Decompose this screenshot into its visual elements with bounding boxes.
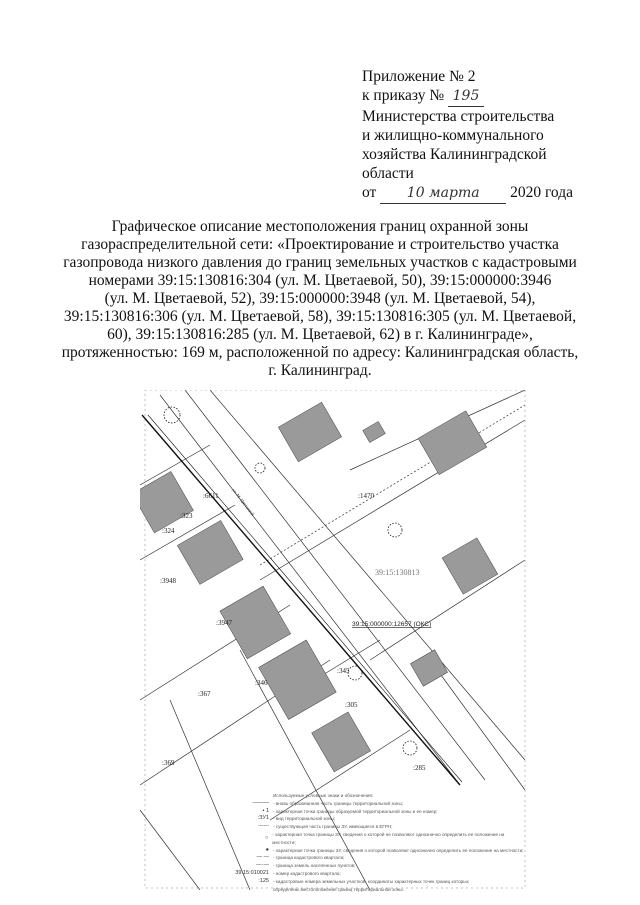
gas-pipeline (141, 414, 463, 786)
legend-item: ———- вновь образованная часть границы те… (225, 800, 525, 808)
legend-text: - кадастровые номера земельных участков,… (273, 878, 469, 884)
ministry-line: области (362, 165, 414, 182)
legend-symbol: ——— (252, 799, 270, 806)
ministry-line: хозяйства Калининградской (362, 146, 547, 163)
title-line: Графическое описание местоположения гран… (111, 218, 529, 235)
legend-text: - существующая часть границы ЗУ, имеющие… (273, 824, 393, 830)
legend-text: - характерная точка границы образуемой т… (273, 808, 438, 814)
ministry-line: и жилищно-коммунального (362, 127, 544, 144)
legend-text: - граница кадастрового квартала; (273, 855, 345, 861)
parcel-label: :324 (162, 527, 175, 535)
legend-symbol: — — (256, 854, 269, 861)
street-label: ул. М. Цветаевой (231, 488, 256, 517)
order-header: Приложение № 2 к приказу № 195 Министерс… (362, 67, 573, 204)
legend-text: - граница земель населенных пунктов; (273, 863, 356, 869)
legend-item: ○- характерная точка границы ЗУ, сведени… (225, 831, 525, 847)
parcel-label: :345 (337, 667, 350, 675)
buildings (140, 401, 499, 773)
legend-item: определены местоположения границ террито… (225, 886, 525, 894)
legend-symbol: :ЗУ1 (257, 815, 269, 822)
legend-item: —·— - граница земель населенных пунктов; (225, 862, 525, 870)
parcel-label: :369 (162, 759, 175, 767)
map-labels: :3948 :3947 :346 :367 :305 :345 :285 :369 :323 :3… (160, 488, 431, 772)
order-line: к приказу № 195 (362, 86, 573, 107)
title-line: номерами 39:15:130816:304 (ул. М. Цветае… (88, 272, 552, 289)
legend-text: - характерная точка границы ЗУ, сведения… (273, 847, 524, 853)
legend-text: определены местоположения границ террито… (273, 886, 404, 892)
legend-items: ———- вновь образованная часть границы те… (225, 800, 525, 894)
legend-heading: Используемые условные знаки и обозначени… (273, 793, 374, 798)
appendix-line: Приложение № 2 (362, 68, 476, 85)
legend-symbol: —·— (256, 862, 269, 869)
title-line: 39:15:130816:306 (ул. М. Цветаевой, 58),… (63, 308, 577, 325)
parcel-label: :3947 (216, 619, 232, 627)
legend-item: :ЗУ1 - вид территориальной зоны; (225, 815, 525, 823)
ministry-line: Министерства строительства (362, 108, 555, 125)
cadastral-map: :3948 :3947 :346 :367 :305 :345 :285 :369 :323 :3… (140, 390, 526, 890)
legend-item: ● - характерная точка границы ЗУ, сведени… (225, 847, 525, 855)
map-legend: Используемые условные знаки и обозначени… (225, 792, 525, 893)
legend-symbol: ------ (258, 823, 269, 830)
parcel-label: :346 (255, 679, 268, 687)
legend-item: :125 - кадастровые номера земельных участ… (225, 878, 525, 886)
cadastral-quarter-label: 39:15:130813 (375, 568, 419, 577)
date-line: от 10 марта 2020 года (362, 183, 573, 204)
title-line: г. Калининград. (268, 362, 372, 379)
legend-symbol: ○ (264, 834, 269, 841)
oks-label: 39:15:000000:12657 (ОКС) (352, 621, 431, 628)
legend-symbol: • 1 (262, 807, 269, 814)
parcel-label: :285 (413, 764, 426, 772)
parcel-label: :323 (180, 512, 193, 520)
legend-item: — — - граница кадастрового квартала; (225, 854, 525, 862)
handwritten-order-number: 195 (448, 87, 485, 107)
legend-item: 39:15:010021 - номер кадастрового квартал… (225, 870, 525, 878)
parcel-boundaries (140, 390, 526, 890)
handwritten-date: 10 марта (380, 184, 507, 204)
legend-symbol: 39:15:010021 (235, 869, 269, 876)
parcel-label: :305 (345, 701, 358, 709)
title-line: протяженностью: 169 м, расположенной по … (61, 344, 579, 361)
title-line: 60), 39:15:130816:285 (ул. М. Цветаевой,… (107, 326, 533, 343)
legend-text: - вновь образованная часть границы терри… (273, 800, 404, 806)
title-line: газораспределительной сети: «Проектирова… (81, 236, 559, 253)
legend-item: • 1 - характерная точка границы образуемо… (225, 808, 525, 816)
title-line: газопровода низкого давления до границ з… (63, 254, 577, 271)
legend-symbol: ● (265, 846, 269, 853)
parcel-label: :367 (198, 690, 211, 698)
legend-text: - номер кадастрового квартала; (273, 870, 341, 876)
title-line: (ул. М. Цветаевой, 52), 39:15:000000:394… (104, 290, 536, 307)
legend-symbol: :125 (258, 877, 269, 884)
parcel-label: :1470 (358, 492, 374, 500)
legend-text: - вид территориальной зоны; (273, 816, 336, 822)
legend-item: ------ - существующая часть границы ЗУ, и… (225, 823, 525, 831)
parcel-label: :6611 (203, 492, 219, 500)
document-title: Графическое описание местоположения гран… (10, 218, 630, 380)
parcel-label: :3948 (160, 577, 176, 585)
legend-text: - характерная точка границы ЗУ, сведения… (272, 831, 505, 845)
zone-turning-points (163, 406, 418, 756)
